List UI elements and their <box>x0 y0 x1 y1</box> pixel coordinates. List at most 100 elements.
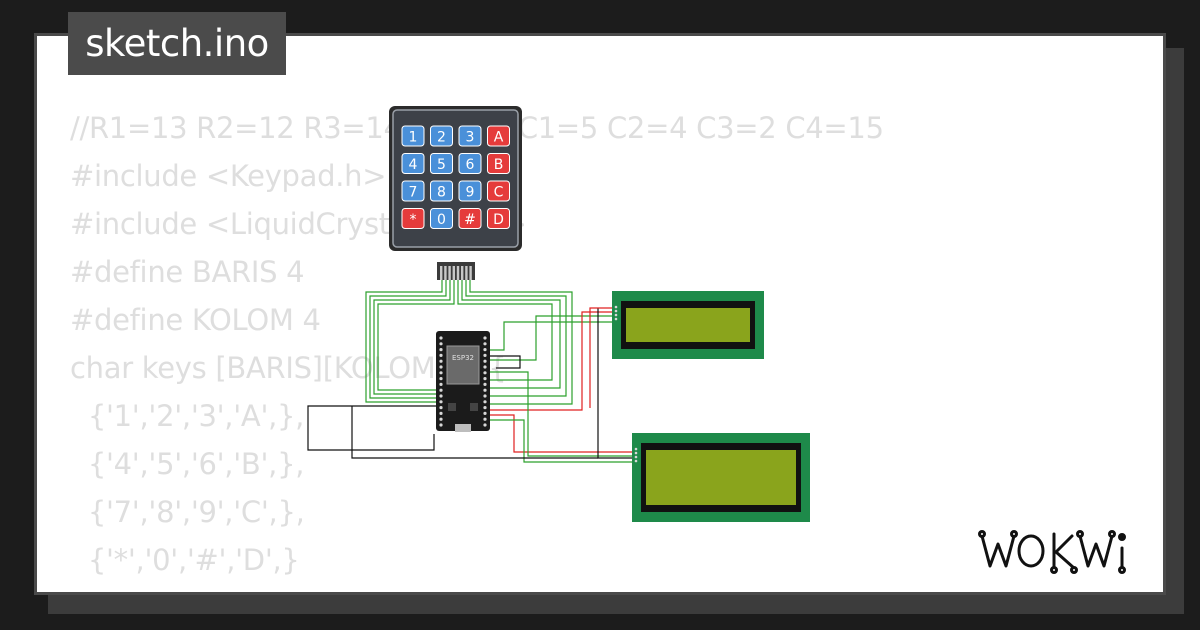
wire <box>490 321 612 351</box>
lcd-pin <box>614 317 618 321</box>
lcd-screen <box>626 308 750 342</box>
lcd-display-bottom[interactable] <box>632 433 810 522</box>
keypad-key[interactable]: 7 <box>401 180 425 202</box>
wire <box>589 307 612 408</box>
keypad-key-label: A <box>494 130 504 146</box>
esp32-button[interactable] <box>470 403 478 411</box>
lcd-pin <box>614 313 618 317</box>
wire <box>490 355 521 369</box>
keypad-key[interactable]: 6 <box>458 153 482 174</box>
esp32-pin <box>439 382 443 386</box>
code-line: #include <Keypad.h> <box>70 159 387 193</box>
keypad-key[interactable]: A <box>487 125 510 147</box>
lcd-display-top[interactable] <box>612 291 764 359</box>
esp32-pin <box>439 411 443 415</box>
wire <box>465 280 567 397</box>
keypad-key[interactable]: B <box>487 153 510 174</box>
code-line: {'*','0','#','D',} <box>70 543 300 577</box>
preview-card[interactable]: //R1=13 R2=12 R3=14 R4=27 C1=5 C2=4 C3=2… <box>34 33 1166 595</box>
keypad-key-label: 3 <box>466 130 475 146</box>
keypad-key-label: 6 <box>466 157 475 173</box>
esp32-pin <box>439 353 443 357</box>
lcd-pin <box>634 459 638 463</box>
wire <box>490 315 612 361</box>
connector-pin <box>440 266 443 280</box>
keypad-key[interactable]: 9 <box>458 180 482 202</box>
lcd-pin <box>614 305 618 309</box>
code-preview: //R1=13 R2=12 R3=14 R4=27 C1=5 C2=4 C3=2… <box>70 104 884 592</box>
keypad-key-label: 8 <box>437 185 446 201</box>
esp32-pin <box>483 353 487 357</box>
wire <box>490 414 632 453</box>
keypad-key[interactable]: * <box>401 208 425 229</box>
keypad-key[interactable]: 0 <box>430 208 453 229</box>
connector-pin <box>469 266 472 280</box>
keypad-key[interactable]: 1 <box>401 125 425 147</box>
keypad-key[interactable]: 3 <box>458 125 482 147</box>
esp32-label: ESP32 <box>452 354 474 362</box>
esp32-button[interactable] <box>448 403 456 411</box>
code-line: {'1','2','3','A',}, <box>70 399 305 433</box>
lcd-pin <box>634 455 638 459</box>
esp32-pin <box>439 336 443 340</box>
lcd-pin <box>614 309 618 313</box>
keypad-key[interactable]: # <box>458 208 482 229</box>
esp32-pin <box>483 406 487 410</box>
esp32-pin <box>483 365 487 369</box>
esp32-pin <box>439 417 443 421</box>
wire <box>373 280 451 395</box>
code-line: }; <box>70 584 884 592</box>
keypad-key[interactable]: 4 <box>401 153 425 174</box>
connector-pin <box>452 266 455 280</box>
wire <box>490 311 612 411</box>
keypad-key-label: 4 <box>409 157 418 173</box>
esp32-pin <box>439 377 443 381</box>
keypad-key-label: 1 <box>409 130 418 146</box>
connector-pin <box>448 266 451 280</box>
keypad-key[interactable]: C <box>487 180 510 202</box>
wire <box>490 419 632 463</box>
esp32-pin <box>483 394 487 398</box>
connector-pin <box>461 266 464 280</box>
keypad-key[interactable]: D <box>487 208 510 229</box>
keypad-connector <box>437 262 475 280</box>
esp32-pin <box>439 400 443 404</box>
lcd-pin <box>634 451 638 455</box>
esp32-pin <box>483 359 487 363</box>
keypad-key[interactable]: 2 <box>430 125 453 147</box>
wire <box>365 280 443 403</box>
wire <box>369 280 447 399</box>
esp32-pin <box>439 406 443 410</box>
esp32-pin <box>439 423 443 427</box>
code-line: #define BARIS 4 <box>70 255 305 289</box>
esp32-pin <box>439 348 443 352</box>
esp32-pin <box>439 388 443 392</box>
wire <box>461 280 561 389</box>
keypad-key[interactable]: 5 <box>430 153 453 174</box>
wire <box>307 405 438 451</box>
esp32-pin <box>439 342 443 346</box>
sketch-filename-tab[interactable]: sketch.ino <box>68 12 286 75</box>
esp32-pin <box>439 394 443 398</box>
esp32-pin <box>483 417 487 421</box>
usb-port <box>455 424 471 432</box>
keypad-key-label: 5 <box>437 157 446 173</box>
esp32-module <box>446 345 480 385</box>
keypad-key-label: 2 <box>437 130 446 146</box>
wire <box>457 280 553 381</box>
esp32-pin <box>483 371 487 375</box>
esp32-pin <box>483 423 487 427</box>
esp32-pin <box>483 336 487 340</box>
esp32-pin <box>483 377 487 381</box>
keypad-key-label: B <box>494 157 504 173</box>
keypad-key[interactable]: 8 <box>430 180 453 202</box>
esp32-pin <box>483 400 487 404</box>
connector-pin <box>456 266 460 280</box>
wire <box>377 280 455 391</box>
wokwi-logo <box>978 530 1126 574</box>
esp32-pin <box>483 411 487 415</box>
esp32-pin <box>439 371 443 375</box>
esp32-board[interactable]: ESP32 <box>436 331 490 432</box>
code-line: {'4','5','6','B',}, <box>70 447 305 481</box>
